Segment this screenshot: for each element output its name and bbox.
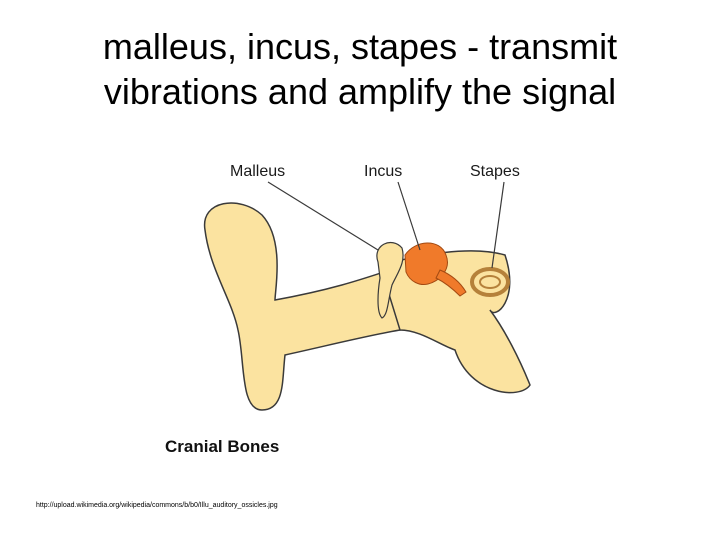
incus-label: Incus bbox=[364, 163, 402, 180]
malleus-pointer bbox=[268, 182, 378, 250]
ear-canal-bone bbox=[205, 203, 400, 410]
incus-pointer bbox=[398, 182, 420, 250]
malleus-label: Malleus bbox=[230, 163, 285, 180]
stapes-footplate bbox=[480, 276, 500, 288]
temporal-bone bbox=[380, 251, 530, 393]
cranial-bones-caption: Cranial Bones bbox=[165, 437, 279, 456]
source-url: http://upload.wikimedia.org/wikipedia/co… bbox=[36, 502, 278, 509]
stapes-label: Stapes bbox=[470, 163, 520, 180]
